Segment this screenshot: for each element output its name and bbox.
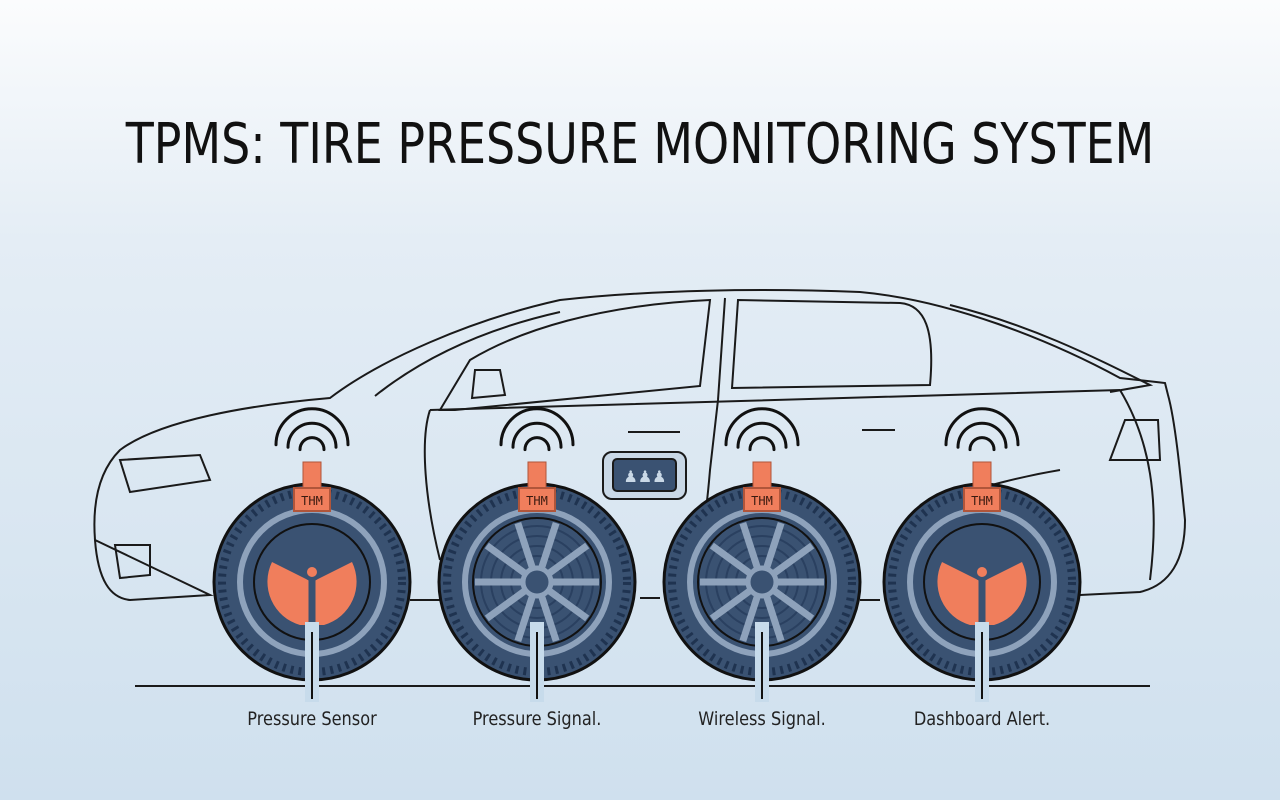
- sensor-tag: [518, 487, 556, 512]
- sensor-tag: [963, 487, 1001, 512]
- wireless-signal-icon: [724, 407, 800, 452]
- wheel-3: THM: [662, 407, 862, 702]
- valve-stem: [752, 461, 772, 491]
- wheel-1: THM: [212, 407, 412, 702]
- wireless-signal-icon: [274, 407, 350, 452]
- sensor-tag-label: THM: [751, 494, 773, 508]
- wheel-label: Pressure Signal.: [472, 708, 602, 730]
- sensor-tag-label: THM: [526, 494, 548, 508]
- wheel-label: Dashboard Alert.: [913, 708, 1051, 730]
- dashboard-alert-icon: ♟♟♟: [602, 451, 687, 500]
- hub-icon: [745, 565, 779, 599]
- wheel-label: Wireless Signal.: [698, 708, 826, 730]
- sensor-tag-label: THM: [971, 494, 993, 508]
- svg-text:♟♟♟: ♟♟♟: [623, 467, 666, 486]
- wheel-label: Pressure Sensor: [247, 708, 377, 730]
- sensor-tag: [743, 487, 781, 512]
- wireless-signal-icon: [499, 407, 575, 452]
- hub-icon: [520, 565, 554, 599]
- page-title: TPMS: TIRE PRESSURE MONITORING SYSTEM: [125, 112, 1155, 177]
- sensor-tag-label: THM: [301, 494, 323, 508]
- wireless-signal-icon: [944, 407, 1020, 452]
- wheel-2: THM: [437, 407, 637, 702]
- valve-stem: [527, 461, 547, 491]
- sensor-tag: [293, 487, 331, 512]
- wheel-4: THM: [882, 407, 1082, 702]
- valve-stem: [972, 461, 992, 491]
- valve-stem: [302, 461, 322, 491]
